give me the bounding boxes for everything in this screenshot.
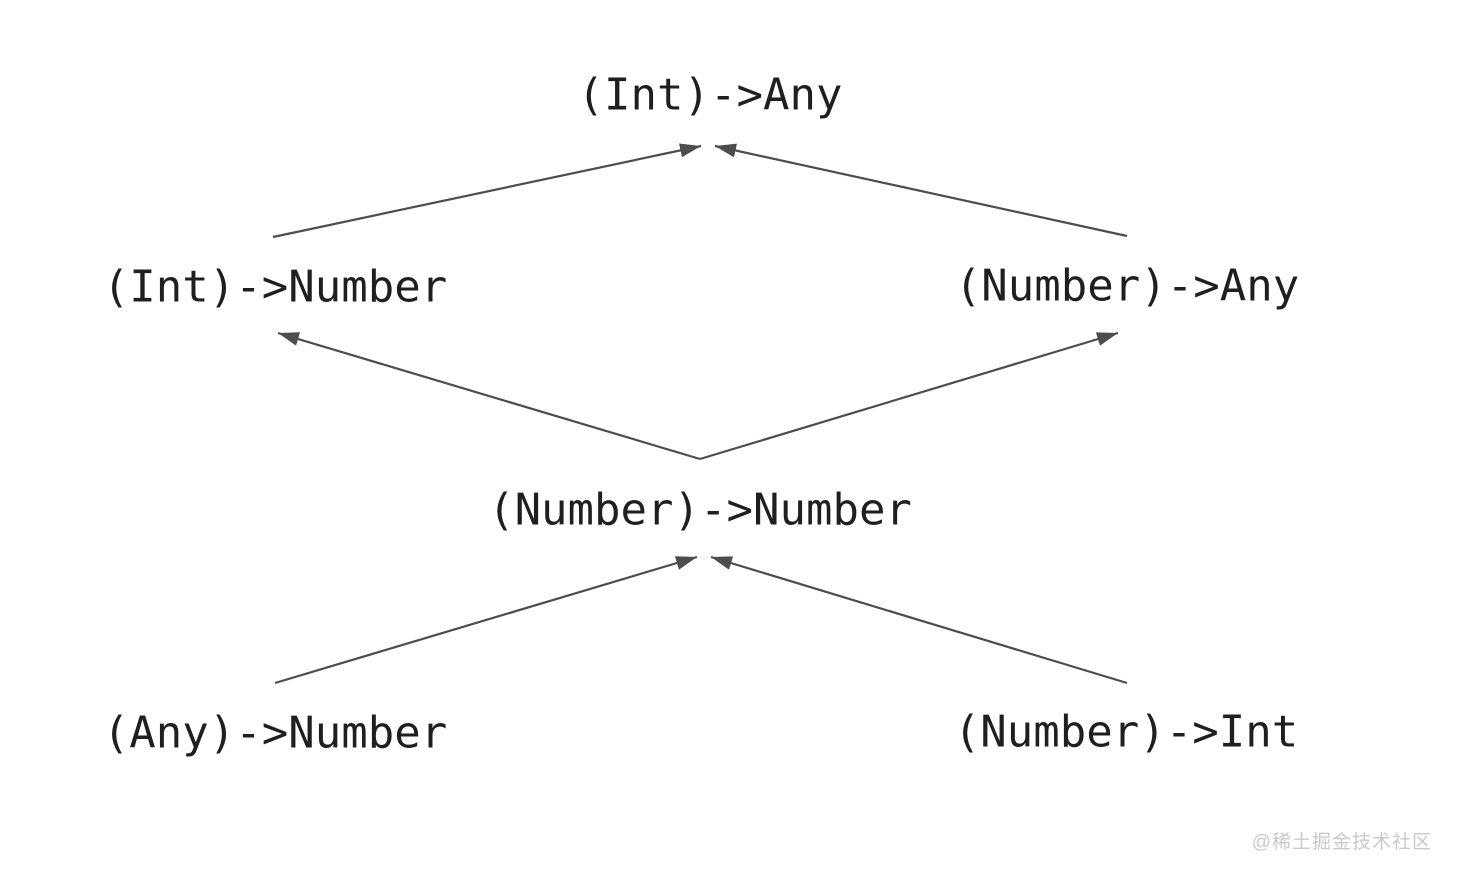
node-number-any: (Number)->Any [954,260,1300,312]
node-any-number: (Any)->Number [102,707,448,759]
node-number-number: (Number)->Number [488,484,912,536]
node-number-int: (Number)->Int [953,706,1299,758]
edge-number-int-to-number-number [710,555,1128,685]
watermark: @稀土掘金技术社区 [1251,832,1432,853]
edge-int-number-to-int-any [272,143,702,239]
edge-number-number-to-int-number [277,331,701,461]
edge-any-number-to-number-number [274,555,698,685]
node-int-number: (Int)->Number [102,261,448,313]
edge-number-number-to-number-any [699,331,1119,461]
edge-number-any-to-int-any [714,143,1128,238]
node-int-any: (Int)->Any [577,69,843,121]
